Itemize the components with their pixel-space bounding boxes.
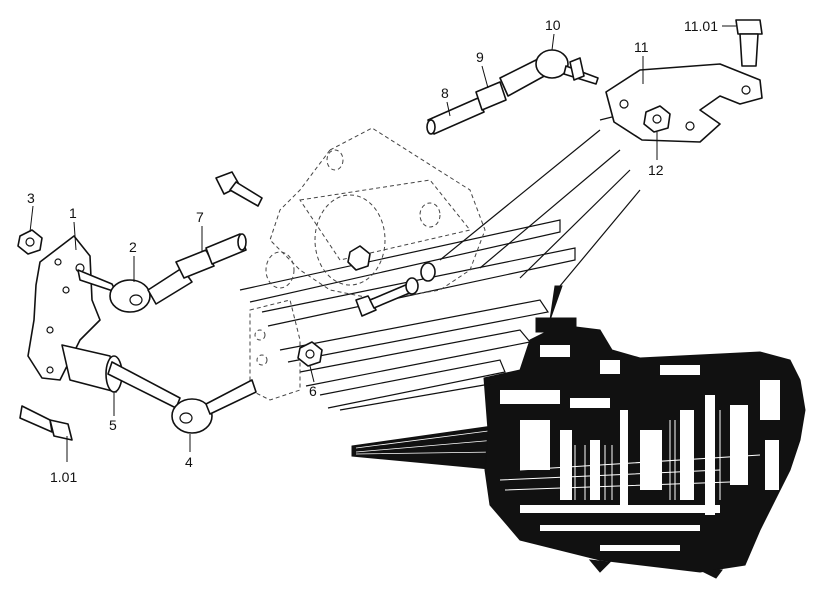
callout-7: 7 <box>196 209 204 225</box>
leader-lines <box>29 25 736 462</box>
ball-joint-2 <box>77 267 193 313</box>
bolt-1-01 <box>19 405 73 441</box>
callout-11: 11 <box>634 39 649 55</box>
housing-bolts <box>215 171 436 367</box>
linkage-rod-8 <box>426 97 485 135</box>
callout-4: 4 <box>185 454 193 470</box>
bracket-11 <box>605 63 763 143</box>
callout-labels: 1 1.01 2 3 4 5 6 7 8 9 10 11 11.01 12 <box>27 17 718 485</box>
adjustment-rod-7 <box>175 233 247 279</box>
ball-joint-4 <box>107 361 257 434</box>
nut-12 <box>643 105 671 133</box>
lock-nut-9 <box>475 81 507 111</box>
callout-2: 2 <box>129 239 137 255</box>
gearbox-housing <box>351 285 806 579</box>
callout-8: 8 <box>441 85 449 101</box>
callout-10: 10 <box>545 17 561 33</box>
bolt-11-01 <box>735 19 763 67</box>
callout-9: 9 <box>476 49 484 65</box>
callout-12: 12 <box>648 162 664 178</box>
nut-3 <box>17 229 43 255</box>
ball-joint-10 <box>499 49 599 97</box>
callout-11-01: 11.01 <box>684 18 718 34</box>
callout-1: 1 <box>69 205 77 221</box>
callout-3: 3 <box>27 190 35 206</box>
callout-5: 5 <box>109 417 117 433</box>
callout-6: 6 <box>309 383 317 399</box>
callout-1-01: 1.01 <box>50 469 77 485</box>
